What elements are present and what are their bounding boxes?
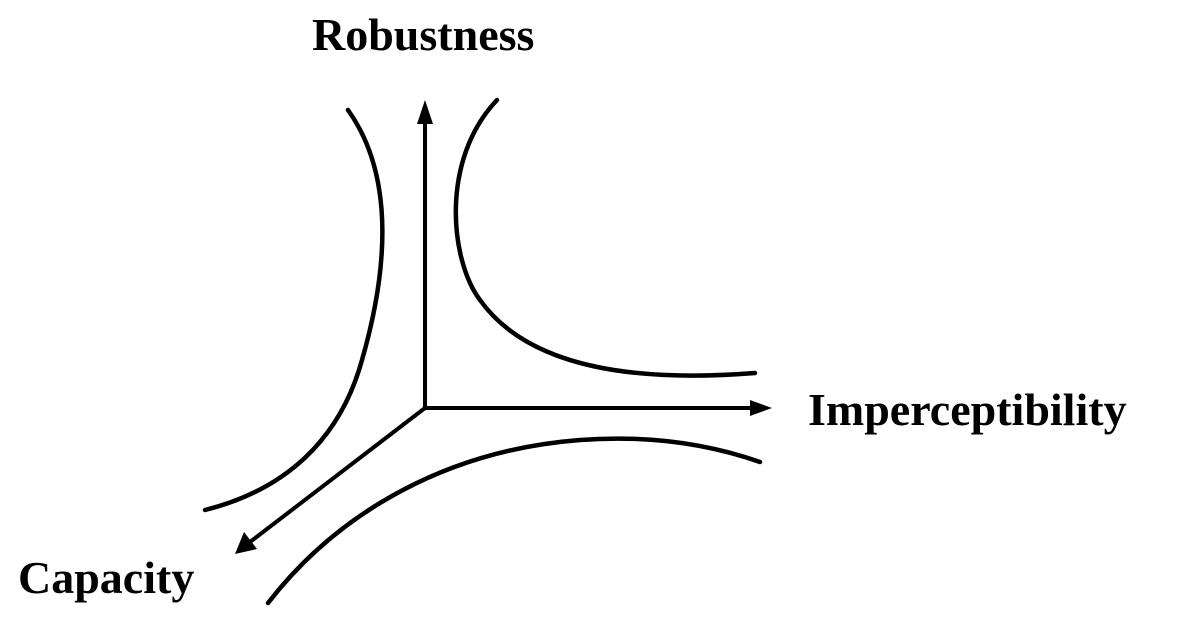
capacity-axis [248,406,427,544]
capacity-arrowhead [235,532,257,554]
robustness-label: Robustness [312,9,534,60]
imperceptibility-arrowhead [750,400,772,416]
curve-left [202,107,385,513]
curve-top-right [453,97,758,378]
curve-bottom [265,436,763,606]
imperceptibility-label: Imperceptibility [808,384,1127,435]
capacity-label: Capacity [18,552,194,603]
robustness-arrowhead [417,100,433,124]
